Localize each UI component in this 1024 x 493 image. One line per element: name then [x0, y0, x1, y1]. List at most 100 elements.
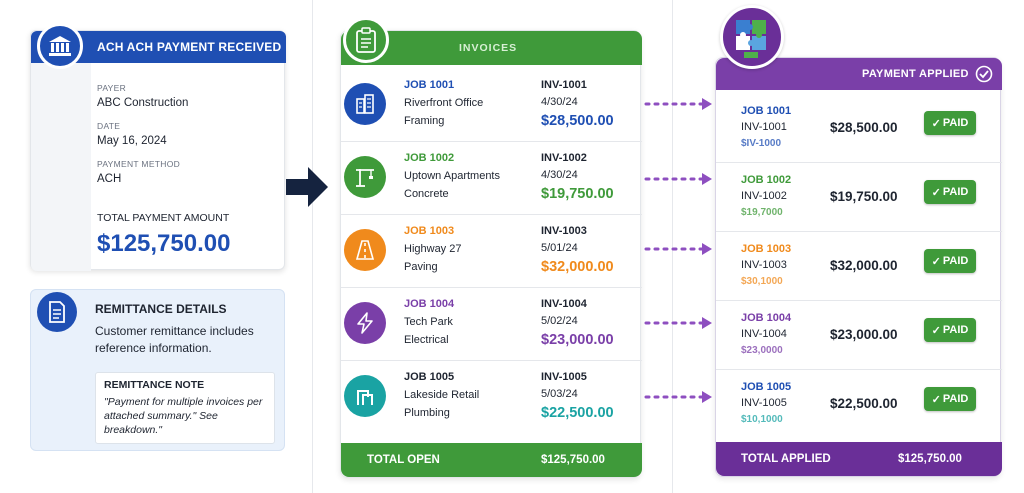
- remittance-card: REMITTANCE DETAILS Customer remittance i…: [30, 289, 285, 451]
- job-trade: Electrical: [404, 334, 449, 346]
- invoice-row[interactable]: JOB 1001 Riverfront Office Framing INV-1…: [341, 69, 642, 142]
- remittance-note-text: "Payment for multiple invoices per attac…: [104, 396, 263, 436]
- applied-invoice-number: INV-1005: [741, 397, 787, 409]
- invoices-title: INVOICES: [459, 42, 518, 54]
- total-open-label: TOTAL OPEN: [367, 454, 440, 466]
- building-icon: [344, 83, 386, 125]
- payer-value: ABC Construction: [97, 97, 189, 109]
- total-payment-label: TOTAL PAYMENT AMOUNT: [97, 212, 230, 224]
- dotted-arrow-icon: [644, 317, 712, 329]
- applied-amount: $28,500.00: [830, 120, 898, 135]
- job-number: JOB 1002: [404, 152, 455, 164]
- payment-applied-footer: TOTAL APPLIED $125,750.00: [716, 442, 1002, 476]
- invoice-date: 5/01/24: [541, 242, 578, 254]
- bank-icon: [37, 23, 83, 69]
- checkmark-icon: ✓: [931, 324, 941, 337]
- applied-faint-amount: $19,7000: [741, 207, 783, 218]
- paid-status-button[interactable]: ✓ PAID: [924, 249, 976, 273]
- job-name: Tech Park: [404, 316, 453, 328]
- job-trade: Framing: [404, 115, 445, 127]
- total-applied-value: $125,750.00: [898, 453, 962, 465]
- ach-card-title: ACH ACH PAYMENT RECEIVED: [97, 40, 282, 54]
- applied-job-number: JOB 1002: [741, 174, 792, 186]
- payment-applied-title: PAYMENT APPLIED: [862, 68, 969, 80]
- invoice-date: 5/02/24: [541, 315, 578, 327]
- applied-row[interactable]: JOB 1002 INV-1002 $19,7000 $19,750.00 ✓ …: [716, 163, 1002, 232]
- document-icon: [37, 292, 77, 332]
- remittance-note-box: REMITTANCE NOTE "Payment for multiple in…: [95, 372, 275, 444]
- applied-amount: $22,500.00: [830, 396, 898, 411]
- invoice-row[interactable]: JOB 1003 Highway 27 Paving INV-1003 5/01…: [341, 215, 642, 288]
- paid-status-label: PAID: [942, 393, 969, 405]
- remittance-description: Customer remittance includes reference i…: [95, 324, 254, 355]
- checkmark-icon: ✓: [931, 393, 941, 406]
- applied-row[interactable]: JOB 1005 INV-1005 $10,1000 $22,500.00 ✓ …: [716, 370, 1002, 439]
- applied-invoice-number: INV-1004: [741, 328, 787, 340]
- applied-row[interactable]: JOB 1003 INV-1003 $30,1000 $32,000.00 ✓ …: [716, 232, 1002, 301]
- paid-status-label: PAID: [942, 324, 969, 336]
- invoices-footer: TOTAL OPEN $125,750.00: [341, 443, 642, 477]
- invoice-row[interactable]: JOB 1002 Uptown Apartments Concrete INV-…: [341, 142, 642, 215]
- job-trade: Plumbing: [404, 407, 450, 419]
- puzzle-icon: [720, 5, 784, 69]
- job-name: Lakeside Retail: [404, 389, 480, 401]
- paid-status-label: PAID: [942, 255, 969, 267]
- paid-status-button[interactable]: ✓ PAID: [924, 180, 976, 204]
- invoice-number: INV-1002: [541, 152, 587, 164]
- divider-line-right: [672, 0, 673, 493]
- job-trade: Concrete: [404, 188, 449, 200]
- payer-label: PAYER: [97, 83, 127, 93]
- applied-invoice-number: INV-1002: [741, 190, 787, 202]
- applied-faint-amount: $30,1000: [741, 276, 783, 287]
- applied-invoice-number: INV-1001: [741, 121, 787, 133]
- invoice-amount: $28,500.00: [541, 113, 614, 129]
- invoice-date: 4/30/24: [541, 96, 578, 108]
- dotted-arrow-icon: [644, 391, 712, 403]
- crane-icon: [344, 156, 386, 198]
- payment-method-label: PAYMENT METHOD: [97, 159, 181, 169]
- checkmark-icon: ✓: [931, 186, 941, 199]
- applied-faint-amount: $23,0000: [741, 345, 783, 356]
- applied-row[interactable]: JOB 1001 INV-1001 $IV-1000 $28,500.00 ✓ …: [716, 94, 1002, 163]
- invoice-amount: $19,750.00: [541, 186, 614, 202]
- job-trade: Paving: [404, 261, 438, 273]
- total-open-value: $125,750.00: [541, 454, 605, 466]
- invoice-date: 4/30/24: [541, 169, 578, 181]
- paid-status-button[interactable]: ✓ PAID: [924, 111, 976, 135]
- clipboard-icon: [343, 17, 389, 63]
- invoice-row[interactable]: JOB 1005 Lakeside Retail Plumbing INV-10…: [341, 361, 642, 434]
- payment-method-value: ACH: [97, 173, 122, 185]
- invoice-number: INV-1005: [541, 371, 587, 383]
- applied-faint-amount: $IV-1000: [741, 138, 782, 149]
- invoice-row[interactable]: JOB 1004 Tech Park Electrical INV-1004 5…: [341, 288, 642, 361]
- paid-status-label: PAID: [942, 186, 969, 198]
- job-number: JOB 1001: [404, 79, 455, 91]
- paid-status-button[interactable]: ✓ PAID: [924, 387, 976, 411]
- job-name: Riverfront Office: [404, 97, 484, 109]
- invoice-amount: $32,000.00: [541, 259, 614, 275]
- ach-card-sidebar: [31, 63, 91, 271]
- job-number: JOB 1003: [404, 225, 455, 237]
- job-name: Highway 27: [404, 243, 462, 255]
- invoice-number: INV-1004: [541, 298, 587, 310]
- applied-row[interactable]: JOB 1004 INV-1004 $23,0000 $23,000.00 ✓ …: [716, 301, 1002, 370]
- invoice-amount: $22,500.00: [541, 405, 614, 421]
- dotted-arrow-icon: [644, 173, 712, 185]
- total-payment-value: $125,750.00: [97, 230, 231, 257]
- date-label: DATE: [97, 121, 121, 131]
- job-number: JOB 1004: [404, 298, 455, 310]
- invoice-number: INV-1001: [541, 79, 587, 91]
- job-name: Uptown Apartments: [404, 170, 500, 182]
- dotted-arrow-icon: [644, 243, 712, 255]
- invoice-date: 5/03/24: [541, 388, 578, 400]
- dotted-arrow-icon: [644, 98, 712, 110]
- check-circle-icon: [975, 65, 993, 83]
- applied-invoice-number: INV-1003: [741, 259, 787, 271]
- checkmark-icon: ✓: [931, 255, 941, 268]
- paid-status-label: PAID: [942, 117, 969, 129]
- paid-status-button[interactable]: ✓ PAID: [924, 318, 976, 342]
- road-icon: [344, 229, 386, 271]
- applied-faint-amount: $10,1000: [741, 414, 783, 425]
- lightning-icon: [344, 302, 386, 344]
- invoice-number: INV-1003: [541, 225, 587, 237]
